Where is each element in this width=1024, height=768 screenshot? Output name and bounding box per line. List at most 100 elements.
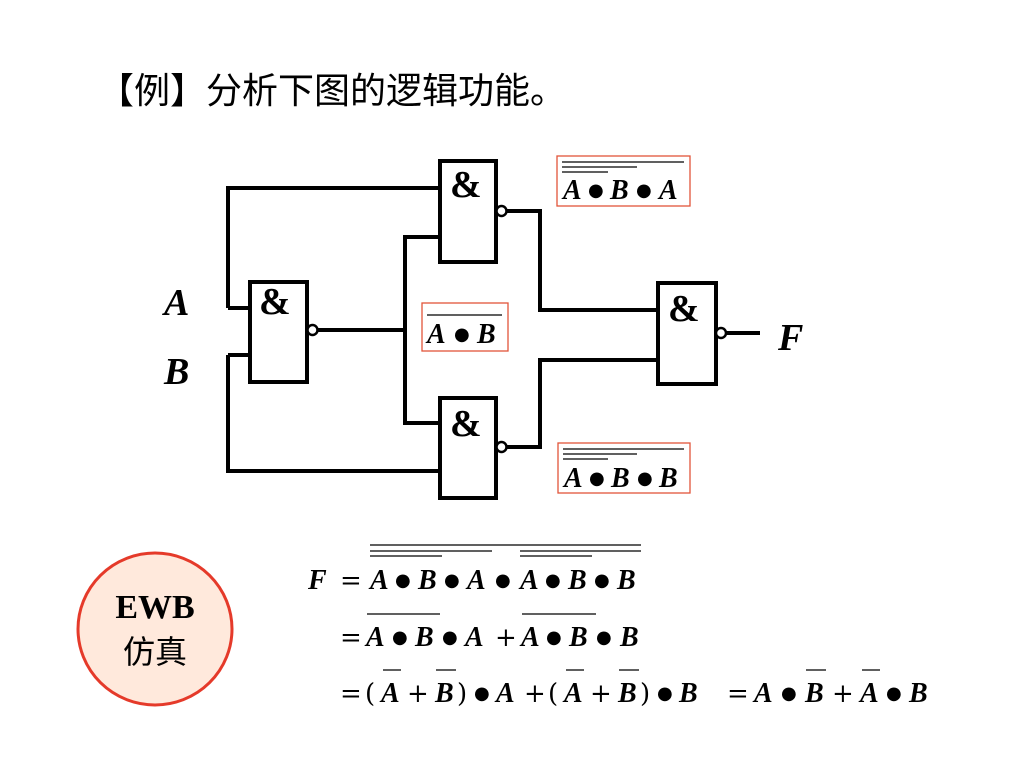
label-bottom-b2: B	[658, 463, 678, 494]
gate-3-bubble	[495, 440, 508, 454]
eq3-lp2: (	[548, 679, 558, 709]
gate-2-body	[438, 159, 498, 264]
badge-line2: 仿真	[123, 633, 187, 671]
eq3-d1: ●	[474, 683, 490, 704]
gate-4-symbol: &	[668, 288, 700, 330]
eq2-t3: A	[463, 622, 484, 653]
eq3-rp2: )	[640, 679, 650, 709]
eq2-plus: +	[495, 623, 517, 653]
gate-2-symbol: &	[450, 164, 482, 206]
equation-line-1: F = A ● B ● A ● A ● B ● B	[307, 544, 641, 596]
eq3-p1: +	[407, 679, 429, 709]
eq1-t6: B	[616, 565, 636, 596]
gate-1-bubble	[306, 323, 319, 337]
eq3-t6: B	[678, 678, 698, 709]
eq3-rp1: )	[457, 679, 467, 709]
eq2-d4: ●	[596, 627, 612, 648]
slide-title: 【例】分析下图的逻辑功能。	[98, 71, 566, 112]
gate-1-symbol: &	[259, 281, 291, 323]
eq1-t4: A	[518, 565, 539, 596]
gate-4-body	[656, 281, 718, 386]
eq2-equals: =	[340, 623, 362, 653]
eq3-r3: A	[858, 678, 879, 709]
label-bottom-dot1: ●	[589, 468, 605, 489]
label-middle-b: B	[476, 319, 496, 350]
eq3-rd2: ●	[886, 683, 902, 704]
eq3-p2: +	[524, 679, 546, 709]
wire-b-to-g3	[226, 355, 440, 473]
eq3-t2: B	[434, 678, 454, 709]
eq1-equals: =	[340, 566, 362, 596]
eq3-rplus: +	[832, 679, 854, 709]
eq2-d3: ●	[546, 627, 562, 648]
eq3-r4: B	[908, 678, 928, 709]
wire-g2-to-g4	[507, 209, 660, 312]
label-top-dot1: ●	[588, 180, 604, 201]
output-f-label: F	[777, 317, 803, 359]
eq3-t5: B	[617, 678, 637, 709]
eq1-d4: ●	[545, 570, 561, 591]
eq2-d1: ●	[392, 627, 408, 648]
equation-line-2: = A ● B ● A + A ● B ● B	[340, 613, 639, 653]
eq2-d2: ●	[442, 627, 458, 648]
eq1-d1: ●	[395, 570, 411, 591]
label-top-a1: A	[561, 175, 582, 206]
label-middle-gate: A ● B	[421, 302, 509, 352]
wire-a-to-g2	[226, 186, 440, 308]
gate-4-bubble	[714, 326, 728, 340]
badge-circle	[76, 551, 234, 707]
circuit-wires	[226, 186, 760, 473]
input-a-label: A	[162, 282, 189, 324]
eq3-equals: =	[340, 679, 362, 709]
eq1-t1: A	[368, 565, 389, 596]
eq3-lp1: (	[365, 679, 375, 709]
ewb-simulation-badge[interactable]: EWB 仿真	[76, 551, 234, 707]
eq2-t1: A	[364, 622, 385, 653]
eq1-t5: B	[567, 565, 587, 596]
label-bottom-box	[557, 442, 691, 494]
eq2-t6: B	[619, 622, 639, 653]
eq3-t4: A	[562, 678, 583, 709]
label-top-box	[556, 155, 691, 207]
nand-gate-1: &	[248, 280, 319, 384]
eq3-r1: A	[752, 678, 773, 709]
label-middle-a: A	[425, 319, 446, 350]
nand-gate-3: &	[438, 396, 508, 500]
eq3-t1: A	[379, 678, 400, 709]
eq1-t3: A	[465, 565, 486, 596]
nand-gate-4: &	[656, 281, 728, 386]
nand-gate-2: &	[438, 159, 508, 264]
eq3-d2: ●	[657, 683, 673, 704]
label-top-a2: A	[657, 175, 678, 206]
eq3-result-equals: =	[727, 679, 749, 709]
eq1-lhs: F	[307, 565, 327, 596]
gate-3-body	[438, 396, 498, 500]
eq3-rd1: ●	[781, 683, 797, 704]
label-middle-box	[421, 302, 509, 352]
label-top-b: B	[609, 175, 629, 206]
equation-line-3: = ( A + B ) ● A + ( A + B ) ● B = A ● B …	[340, 669, 928, 709]
eq2-t4: A	[519, 622, 540, 653]
eq2-t2: B	[414, 622, 434, 653]
label-bottom-gate: A ● B ● B	[557, 442, 691, 494]
label-bottom-a: A	[562, 463, 583, 494]
gate-2-bubble	[495, 204, 508, 218]
eq1-d3: ●	[495, 570, 511, 591]
label-bottom-dot2: ●	[637, 468, 653, 489]
eq2-t5: B	[568, 622, 588, 653]
badge-line1: EWB	[115, 589, 194, 626]
input-b-label: B	[163, 351, 189, 393]
wire-g1-to-g2	[403, 235, 440, 330]
eq1-d2: ●	[444, 570, 460, 591]
gate-3-symbol: &	[450, 403, 482, 445]
wire-g3-to-g4	[507, 358, 660, 449]
label-top-gate: A ● B ● A	[556, 155, 691, 207]
eq1-d5: ●	[594, 570, 610, 591]
label-middle-dot: ●	[454, 324, 470, 345]
wire-g1-to-g3	[403, 330, 440, 425]
eq3-t3: A	[494, 678, 515, 709]
eq1-t2: B	[417, 565, 437, 596]
eq3-r2: B	[804, 678, 824, 709]
label-bottom-b1: B	[610, 463, 630, 494]
